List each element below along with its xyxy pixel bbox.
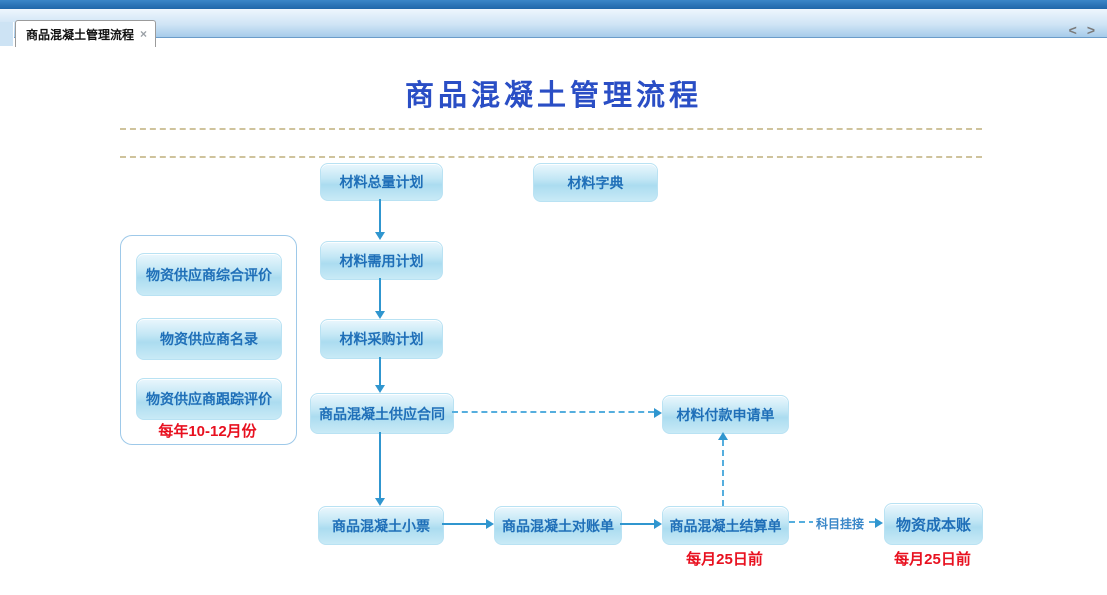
arrowhead-down-icon bbox=[375, 498, 385, 506]
tab-label: 商品混凝土管理流程 bbox=[26, 27, 135, 42]
node-material-dictionary[interactable]: 材料字典 bbox=[533, 163, 658, 202]
node-supplier-comprehensive-evaluation[interactable]: 物资供应商综合评价 bbox=[136, 253, 282, 296]
tab-scroll-nav: < > bbox=[1069, 22, 1095, 38]
arrow-total-to-requirement bbox=[379, 199, 381, 232]
node-supplier-tracking-evaluation[interactable]: 物资供应商跟踪评价 bbox=[136, 378, 282, 420]
arrow-purchase-to-contract bbox=[379, 357, 381, 385]
arrowhead-right-icon bbox=[875, 518, 883, 528]
separator-line-top bbox=[120, 128, 982, 130]
page-title: 商品混凝土管理流程 bbox=[404, 80, 702, 112]
annotation-supplier-period: 每年10-12月份 bbox=[158, 423, 257, 440]
arrowhead-down-icon bbox=[375, 232, 385, 240]
arrowhead-right-icon bbox=[486, 519, 494, 529]
annotation-cost-account-deadline: 每月25日前 bbox=[894, 551, 971, 568]
close-icon[interactable]: × bbox=[140, 27, 148, 41]
tab-concrete-process[interactable]: 商品混凝土管理流程 × bbox=[15, 20, 157, 47]
node-material-total-plan[interactable]: 材料总量计划 bbox=[320, 163, 443, 201]
node-concrete-supply-contract[interactable]: 商品混凝土供应合同 bbox=[310, 393, 454, 434]
node-concrete-statement[interactable]: 商品混凝土对账单 bbox=[494, 506, 622, 545]
arrowhead-up-icon bbox=[718, 432, 728, 440]
tab-strip: 商品混凝土管理流程 × < > bbox=[0, 9, 1107, 47]
window-top-bar bbox=[0, 0, 1107, 9]
link-label-subject-attach: 科目挂接 bbox=[813, 515, 868, 532]
node-concrete-settlement[interactable]: 商品混凝土结算单 bbox=[662, 506, 789, 545]
node-material-cost-account[interactable]: 物资成本账 bbox=[884, 503, 983, 545]
arrowhead-right-icon bbox=[654, 408, 662, 418]
dashed-arrow-contract-to-payment bbox=[452, 411, 654, 413]
arrowhead-down-icon bbox=[375, 311, 385, 319]
arrow-requirement-to-purchase bbox=[379, 278, 381, 311]
chevron-left-icon[interactable]: < bbox=[1068, 22, 1077, 38]
arrow-statement-to-settlement bbox=[620, 523, 654, 525]
dashed-arrow-settlement-to-payment bbox=[722, 440, 724, 506]
node-supplier-directory[interactable]: 物资供应商名录 bbox=[136, 318, 282, 360]
arrowhead-down-icon bbox=[375, 385, 385, 393]
node-material-requirement-plan[interactable]: 材料需用计划 bbox=[320, 241, 443, 280]
arrow-contract-to-receipt bbox=[379, 432, 381, 498]
chevron-right-icon[interactable]: > bbox=[1086, 22, 1095, 38]
node-material-purchase-plan[interactable]: 材料采购计划 bbox=[320, 319, 443, 359]
annotation-settlement-deadline: 每月25日前 bbox=[686, 551, 763, 568]
arrow-receipt-to-statement bbox=[442, 523, 486, 525]
separator-line-bottom bbox=[120, 156, 982, 158]
arrowhead-right-icon bbox=[654, 519, 662, 529]
node-material-payment-request[interactable]: 材料付款申请单 bbox=[662, 395, 789, 434]
node-concrete-receipt[interactable]: 商品混凝土小票 bbox=[318, 506, 444, 545]
tab-stub bbox=[0, 22, 14, 46]
